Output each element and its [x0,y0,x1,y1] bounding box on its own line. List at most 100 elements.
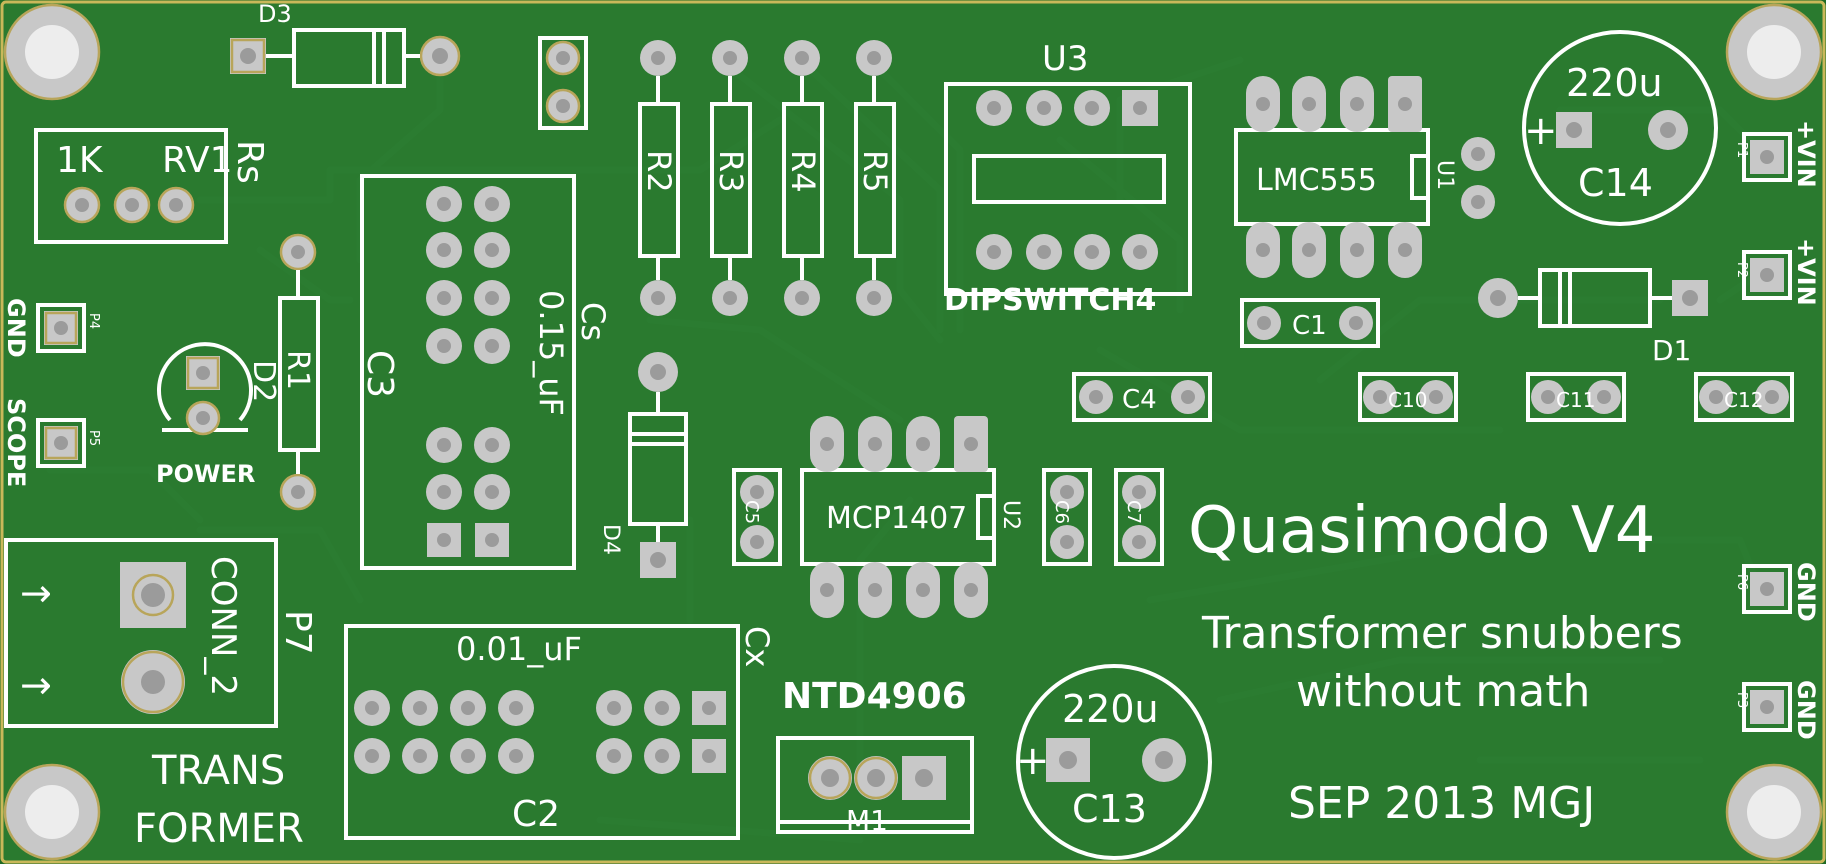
led-d2[interactable]: D2 POWER [156,342,281,488]
r4-label: R4 [784,150,822,193]
ntd-label: NTD4906 [782,676,967,717]
m1-label: M1 [846,804,888,837]
pad-pair-u1[interactable] [1461,137,1495,219]
r1-label: R1 [280,350,315,390]
gnd-left-label: GND [2,298,30,358]
trimmer-value: 1K [56,140,104,181]
capacitor-bank-c2[interactable]: 0.01_uF Cx C2 [344,624,776,840]
capacitor-c13[interactable]: + 220u C13 [1016,664,1212,860]
p6-label: P6 [1734,574,1749,590]
resistor-r1[interactable]: R1 [278,233,320,511]
c10-label: C10 [1388,388,1427,412]
gnd-r1-label: GND [1792,562,1820,622]
c14-plus: + [1524,108,1558,154]
d3-label: D3 [258,0,292,28]
c5-label: C5 [741,500,762,524]
p7-label: P7 [277,610,318,655]
board-subtitle-2: without math [1296,666,1590,717]
d1-label: D1 [1652,334,1691,367]
capacitor-c5[interactable]: C5 [732,468,782,566]
c2-label: C2 [512,794,560,835]
board-date-author: SEP 2013 MGJ [1288,778,1595,829]
capacitor-bank-c3[interactable]: C3 0.15_uF Cs [359,174,612,570]
p7-arrow-1: → [20,571,52,615]
c13-plus: + [1016,738,1050,784]
diode-d3[interactable]: D3 [230,0,461,88]
p5-label: P5 [86,430,101,446]
cx-label: Cx [738,626,776,667]
resistor-r5[interactable]: R5 [854,40,896,316]
mcp1407-label: MCP1407 [826,501,967,536]
r2-label: R2 [640,150,678,193]
c13-value: 220u [1062,687,1159,731]
c3-label: C3 [359,350,400,398]
capacitor-c7[interactable]: C7 [1114,468,1164,566]
power-label: POWER [156,460,255,488]
connector-p4[interactable]: GND P4 [2,298,101,358]
conn2-label: CONN_2 [203,556,243,696]
c12-label: C12 [1724,388,1763,412]
connector-p7[interactable]: → → CONN_2 P7 TRANS FORMER [4,538,318,852]
dipswitch-label: DIPSWITCH4 [944,283,1156,318]
connector-p6[interactable]: GND P6 [1734,562,1820,622]
resistor-r4[interactable]: R4 [782,40,824,316]
p2-label: P2 [1734,262,1749,278]
vin1-label: +VIN [1792,120,1820,188]
u1-label: U1 [1432,160,1457,190]
c7-label: C7 [1123,500,1144,524]
scope-label: SCOPE [2,398,30,487]
u2-label: U2 [998,500,1023,530]
resistor-r3[interactable]: R3 [710,40,752,316]
p3-label: P3 [1734,692,1749,708]
gnd-r2-label: GND [1792,680,1820,740]
connector-p2[interactable]: +VIN P2 [1734,238,1820,306]
former-label: FORMER [134,806,304,852]
c14-label: C14 [1578,161,1653,205]
diode-d4[interactable]: D4 [598,352,688,578]
capacitor-c12[interactable]: C12 [1694,372,1794,422]
copper-traces [46,36,1784,844]
capacitor-c14[interactable]: + 220u C14 [1522,30,1718,226]
diode-d1[interactable]: D1 [1478,268,1708,367]
d2-label: D2 [246,360,281,402]
p1-label: P1 [1734,142,1749,158]
lmc555-label: LMC555 [1256,163,1377,198]
capacitor-c11[interactable]: C11 [1526,372,1626,422]
capacitor-c1[interactable]: C1 [1240,298,1380,348]
capacitor-c6[interactable]: C6 [1042,468,1092,566]
p4-label: P4 [86,313,101,329]
rs-label: Rs [229,140,270,184]
trimmer-rv1[interactable]: 1K RV1 Rs [34,128,270,244]
r5-label: R5 [856,150,894,193]
c14-value: 220u [1566,61,1663,105]
d4-label: D4 [598,524,623,555]
p7-arrow-2: → [20,663,52,707]
capacitor-c4[interactable]: C4 [1072,372,1212,422]
resistor-r2[interactable]: R2 [638,40,680,316]
dipswitch-u3[interactable]: U3 DIPSWITCH4 [944,39,1192,318]
connector-p1[interactable]: +VIN P1 [1734,120,1820,188]
mounting-holes [3,3,1823,861]
pad-pair-top[interactable] [538,36,588,130]
ic-u2-mcp1407[interactable]: MCP1407 U2 [800,416,1023,618]
board-title: Quasimodo V4 [1188,494,1655,568]
ic-u1-lmc555[interactable]: LMC555 U1 [1234,76,1457,278]
cap-001-label: 0.01_uF [456,630,582,668]
board-subtitle-1: Transformer snubbers [1201,608,1683,659]
c6-label: C6 [1051,500,1072,524]
c13-label: C13 [1072,787,1147,831]
connector-p5[interactable]: SCOPE P5 [2,398,101,487]
c11-label: C11 [1556,388,1595,412]
cap-015-label: 0.15_uF [532,290,570,416]
c4-label: C4 [1122,385,1157,415]
cs-label: Cs [574,302,612,341]
vin2-label: +VIN [1792,238,1820,306]
mosfet-m1[interactable]: NTD4906 M1 [776,676,974,837]
capacitor-c10[interactable]: C10 [1358,372,1458,422]
connector-p3[interactable]: GND P3 [1734,680,1820,740]
trans-label: TRANS [151,748,285,794]
r3-label: R3 [712,150,750,193]
rv1-label: RV1 [162,140,233,181]
c1-label: C1 [1292,311,1327,341]
